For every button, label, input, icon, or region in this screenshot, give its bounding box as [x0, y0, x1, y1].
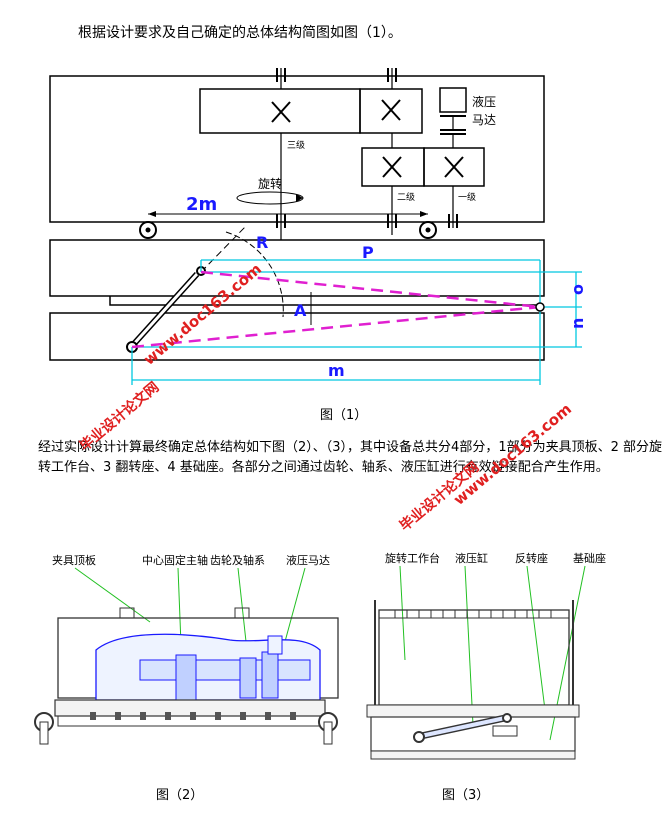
- dimension-lines-cyan: [131, 259, 582, 385]
- flip-seat-frame: [49, 239, 545, 297]
- gear-box-stage2-right: [423, 147, 485, 187]
- wheel-right: [419, 221, 437, 239]
- a-label: A: [294, 301, 307, 320]
- figure-3-caption: 图（3）: [442, 788, 490, 803]
- hydraulic-motor-symbol: [439, 87, 467, 113]
- r-label: R: [256, 233, 268, 252]
- bearing-marks: [276, 68, 458, 228]
- fig2-label-center-shaft: 中心固定主轴: [142, 553, 208, 567]
- fig2-hydraulic-motor: [267, 635, 283, 655]
- figure-2-drawing: 夹具顶板 中心固定主轴 齿轮及轴系 液压马达: [34, 553, 339, 745]
- fig3-label-flip-seat: 反转座: [515, 551, 548, 565]
- shafts: [280, 68, 454, 240]
- stage3-label: 三级: [287, 139, 305, 151]
- fig2-label-gear-shaft: 齿轮及轴系: [210, 553, 265, 567]
- dimension-lines-magenta: [131, 270, 541, 349]
- wheel-left: [139, 221, 157, 239]
- base-frame: [49, 312, 545, 361]
- fig3-label-hydraulic-cylinder: 液压缸: [455, 551, 488, 565]
- m-label: m: [328, 361, 345, 380]
- hydraulic-motor-label-2: 马达: [472, 113, 496, 127]
- rotate-label: 旋转: [258, 176, 282, 191]
- fig2-bolts: [90, 712, 296, 720]
- fig3-label-rotary-table: 旋转工作台: [385, 551, 440, 565]
- figure-2-caption: 图（2）: [156, 788, 204, 803]
- figure-1-schematic: 液压 马达 三级 二级 一级 旋转 2m R: [49, 68, 587, 385]
- stage2-label: 二级: [397, 191, 415, 203]
- figure-3-drawing: 旋转工作台 液压缸 反转座 基础座: [366, 551, 606, 760]
- gear-x-marks: [271, 99, 464, 178]
- n-label: n: [568, 318, 587, 329]
- stage1-label: 一级: [458, 191, 476, 203]
- hydraulic-motor-label-1: 液压: [472, 94, 496, 109]
- fig3-teeth: [394, 610, 552, 618]
- p-label: P: [362, 243, 374, 262]
- gear-box-small-top: [359, 88, 423, 134]
- figure-1-caption: 图（1）: [320, 408, 368, 423]
- arc-r: [225, 231, 284, 318]
- body-paragraph: 经过实际设计计算最终确定总体结构如下图（2）、（3），其中设备总共分4部分，1部…: [38, 440, 662, 475]
- fig2-label-top-plate: 夹具顶板: [52, 553, 96, 567]
- fig2-label-hydraulic-motor: 液压马达: [286, 553, 330, 567]
- fig3-label-base-seat: 基础座: [573, 551, 606, 565]
- rotate-arrow: [236, 191, 304, 205]
- intro-text: 根据设计要求及自己确定的总体结构简图如图（1）。: [78, 25, 402, 41]
- o-label: o: [568, 284, 587, 295]
- upper-frame: [49, 75, 545, 223]
- dim-2m-label: 2m: [186, 194, 217, 215]
